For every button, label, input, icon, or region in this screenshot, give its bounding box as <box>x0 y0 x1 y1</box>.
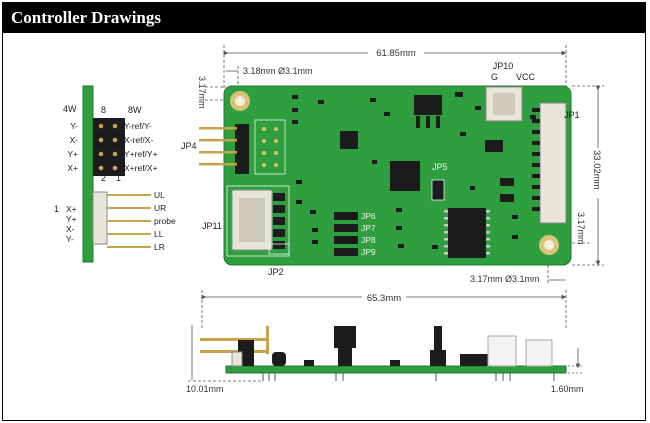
jp4-label: JP4 <box>181 141 197 151</box>
jp5-label: JP5 <box>432 162 448 172</box>
dim-bg <box>368 45 424 59</box>
pin-label: Y+ <box>66 214 77 224</box>
pin-label: X- <box>70 135 79 145</box>
dim-right-offset-label: 3.17mm <box>576 212 586 245</box>
jp6-label: JP6 <box>361 211 376 221</box>
pin-label: X+ <box>67 163 78 173</box>
dim-overall-width-label: 65.3mm <box>367 293 401 304</box>
mcu-chip <box>390 161 420 191</box>
jp4-header <box>235 124 249 174</box>
jp7-label: JP7 <box>361 223 376 233</box>
lower-pin-labels: X+Y+X-Y- <box>66 204 77 244</box>
pin1-label: 1 <box>116 173 121 183</box>
title-bar: Controller Drawings <box>3 3 645 33</box>
dim-left-offset-label: 3.17mm <box>197 76 207 109</box>
pin-label: Y+ref/Y+ <box>124 149 158 159</box>
pin-label: X+ <box>66 204 77 214</box>
pin-label: Y- <box>66 234 74 244</box>
pcb-top-view <box>199 85 572 266</box>
dim-left-offset <box>205 86 226 101</box>
left-pin-labels: Y- X- Y+ X+ <box>67 121 78 173</box>
jp1-label: JP1 <box>564 110 580 120</box>
pin2-label: 2 <box>101 173 106 183</box>
dim-hole-top-label: 3.18mm Ø3.1mm <box>243 66 313 76</box>
right-pin-labels: Y-ref/Y- X-ref/X- Y+ref/Y+ X+ref/X+ <box>124 121 158 173</box>
jp1-connector <box>539 102 567 224</box>
dim-bg <box>591 148 605 198</box>
pin-label: UL <box>154 190 165 200</box>
dim-thickness-label: 1.60mm <box>551 384 584 394</box>
pin-label: LR <box>154 242 165 252</box>
g-label: G <box>491 72 498 82</box>
jumper-blocks <box>334 212 358 256</box>
dim-hole-bottom-label: 3.17mm Ø3.1mm <box>470 274 540 284</box>
regulator-chip <box>414 95 442 115</box>
pin-label: Y- <box>70 121 78 131</box>
pin-label: X- <box>66 224 75 234</box>
pin-label: Y-ref/Y- <box>124 121 152 131</box>
dim-bg <box>362 290 406 304</box>
pin-label: probe <box>154 216 176 226</box>
dim-side-height-label: 10.01mm <box>186 384 224 394</box>
jp10-label: JP10 <box>493 61 514 71</box>
dim-side-height <box>188 325 262 382</box>
pin-label: LL <box>154 229 164 239</box>
pin-label: X+ref/X+ <box>124 163 158 173</box>
pin-label: UR <box>154 203 166 213</box>
pcb-side-view <box>200 326 567 381</box>
pin1-lower-label: 1 <box>54 204 59 214</box>
jp2-label: JP2 <box>268 267 284 277</box>
pin-label: X-ref/X- <box>124 135 153 145</box>
mounting-hole-center <box>544 240 554 250</box>
ic-chip <box>448 208 486 258</box>
w8-label: 8W <box>128 105 142 115</box>
pin8-label: 8 <box>101 105 106 115</box>
small-components <box>292 92 536 249</box>
mounting-hole-center <box>235 96 245 106</box>
connector-side-view <box>82 85 151 263</box>
jp11-outline <box>226 185 290 257</box>
jp9-label: JP9 <box>361 247 376 257</box>
vcc-label: VCC <box>516 72 536 82</box>
dim-hole-bottom <box>547 255 566 284</box>
jp8-label: JP8 <box>361 235 376 245</box>
pin-label: Y+ <box>67 149 78 159</box>
page-title: Controller Drawings <box>11 8 162 27</box>
dim-height-right-label: 33.02mm <box>591 150 602 190</box>
dim-thickness <box>568 348 582 374</box>
chip <box>340 131 358 149</box>
jp11-label: JP11 <box>202 221 222 231</box>
dim-width-top-label: 61.85mm <box>376 48 416 59</box>
w4-label: 4W <box>63 104 77 114</box>
